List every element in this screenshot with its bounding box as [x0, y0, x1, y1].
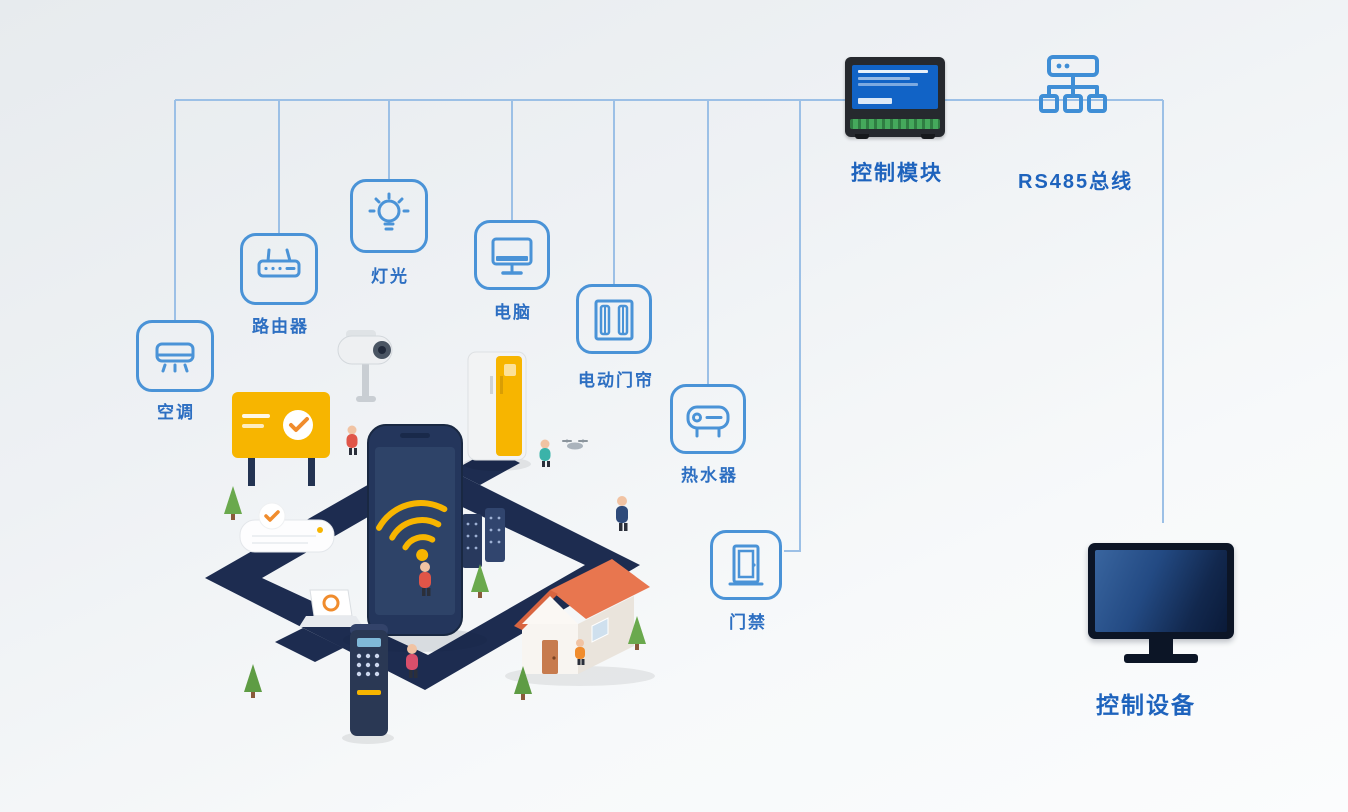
trees-illustration: [224, 486, 646, 700]
monitor-screen: [1095, 550, 1227, 632]
control-device-label: 控制设备: [1096, 692, 1196, 718]
people-illustration: [346, 425, 628, 678]
control-module-screen: [852, 65, 938, 109]
monitor-frame: [1088, 543, 1234, 639]
wall-ac-illustration: [239, 502, 335, 553]
router-label: 路由器: [252, 317, 309, 336]
house-illustration: [505, 559, 655, 686]
light-label: 灯光: [371, 267, 409, 286]
heater-icon: [670, 384, 746, 454]
wifi-icon: [376, 500, 448, 561]
heater-label: 热水器: [681, 466, 738, 485]
aircon-label: 空调: [157, 403, 195, 422]
smartphone-illustration: [343, 424, 487, 652]
computer-label: 电脑: [494, 303, 532, 322]
monitor-base: [1124, 654, 1198, 663]
router-icon: [240, 233, 318, 305]
monitor-stand: [1149, 639, 1173, 654]
security-camera-illustration: [337, 330, 393, 402]
access-label: 门禁: [729, 613, 767, 632]
control-device-monitor: [1088, 543, 1234, 663]
rs485-bus-label: RS485总线: [1018, 171, 1134, 193]
access-icon: [710, 530, 782, 600]
fridge-illustration: [463, 351, 531, 471]
terminal-strip: [850, 119, 940, 129]
aircon-icon: [136, 320, 214, 392]
smart-home-illustration: [205, 330, 655, 744]
drone-illustration: [562, 439, 588, 450]
light-icon: [350, 179, 428, 253]
speakers-illustration: [462, 508, 505, 568]
curtain-label: 电动门帘: [578, 371, 654, 390]
rs485-bus-icon: [1036, 54, 1110, 131]
door-lock-illustration: [342, 624, 394, 744]
computer-icon: [474, 220, 550, 290]
curtain-icon: [576, 284, 652, 354]
control-module-label: 控制模块: [851, 162, 943, 185]
control-module-device: [845, 57, 945, 139]
billboard-illustration: [232, 392, 330, 486]
laptop-illustration: [299, 589, 363, 627]
